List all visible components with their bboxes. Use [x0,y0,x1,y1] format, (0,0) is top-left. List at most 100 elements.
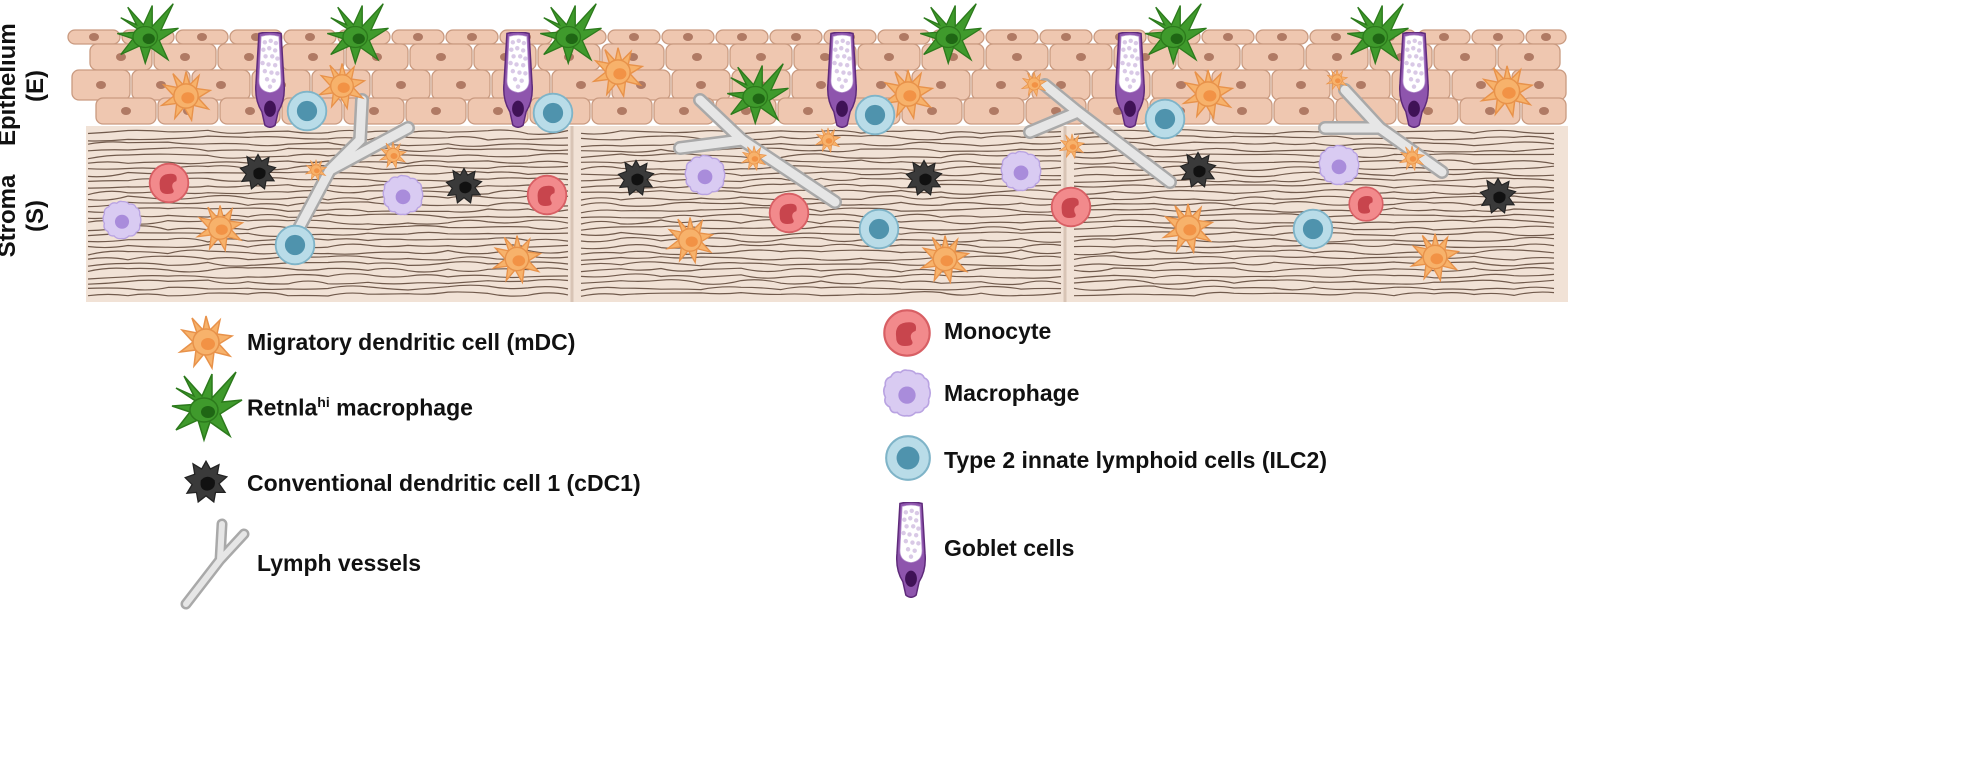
stroma-fiber [87,153,569,160]
monocyte-legend-icon [883,309,931,357]
stroma-fiber [87,261,569,267]
epithelial-cell [963,97,1025,125]
ilc2-cell [286,90,328,132]
stroma-fiber [580,225,1062,231]
lymph-vessel-legend-icon [180,518,250,610]
macrophage-cell [1318,144,1360,186]
stroma-fiber [87,135,569,142]
stroma-fiber [87,219,569,226]
stroma-fiber [87,213,569,220]
epithelial-cell [71,69,131,101]
epithelial-cell [405,97,467,125]
epithelial-cell [985,29,1039,45]
monocyte-cell [148,162,190,204]
epithelial-cell [1273,97,1335,125]
stroma-fiber [580,141,1062,148]
epithelial-cell [1417,29,1471,45]
stroma-fiber [87,273,569,280]
epithelial-cell [1459,97,1521,125]
ilc2-cell [854,94,896,136]
stroma-fiber [580,231,1062,237]
stroma-fiber [580,279,1062,286]
epithelial-cell [95,97,157,125]
epithelial-cell [391,29,445,45]
stroma-fiber [87,225,569,232]
stroma-fiber [580,153,1062,160]
monocyte-cell [1050,186,1092,228]
epithelial-cell [551,69,611,101]
legend-mdc-label: Migratory dendritic cell (mDC) [247,329,576,355]
stroma-fiber [87,141,569,147]
stroma-fiber [87,278,569,285]
stroma-label: Stroma (S) [0,168,54,264]
stroma-fiber [1073,182,1555,189]
legend-retnla-prefix: Retnla [247,394,318,421]
stroma-fiber [580,213,1062,219]
stroma-fiber [580,285,1062,292]
retnla-macrophage-legend-icon [171,371,243,441]
stroma-fiber [1073,261,1555,267]
epithelial-cell [1039,29,1093,45]
epithelial-cell [1255,29,1309,45]
stroma-fiber [580,291,1062,297]
stroma-fiber [87,129,569,135]
stroma-fiber [87,291,569,297]
epithelial-cell [1497,43,1561,71]
stroma-fiber [1073,147,1555,154]
stroma-fiber [580,147,1062,153]
epithelial-cell [1201,29,1255,45]
epithelial-cell [1241,43,1305,71]
epithelial-cell [1511,69,1567,101]
epithelial-cell [607,29,661,45]
epithelial-cell [175,29,229,45]
stroma-fiber [1073,141,1555,147]
stroma-fiber [87,284,569,291]
macrophage-cell [382,174,424,216]
ilc2-legend-icon [885,435,931,481]
stroma-fiber [87,147,569,153]
stroma-fiber [87,266,569,273]
epithelial-cell [661,29,715,45]
stroma-fiber [1073,201,1555,208]
legend-retnla-suffix: macrophage [329,394,473,421]
stroma-abbr-text: (S) [22,200,49,232]
epithelial-cell [715,29,769,45]
stroma-fiber [87,243,569,249]
monocyte-cell [768,192,810,234]
macrophage-legend-icon [882,369,932,417]
legend-monocyte-label: Monocyte [944,318,1052,344]
stroma-fiber [580,171,1062,177]
epithelial-cell [777,97,839,125]
epithelial-cell [1471,29,1525,45]
epithelial-cell [1309,29,1363,45]
macrophage-cell [1000,150,1042,192]
epithelial-cell [283,29,337,45]
macrophage-cell [684,154,726,196]
cdc1-legend-icon [184,460,228,503]
stroma-fiber [580,165,1062,172]
stroma-fiber [580,159,1062,165]
stroma-fiber [580,207,1062,214]
stroma-fiber [580,236,1062,243]
stroma-fiber [87,255,569,261]
stroma-fiber [87,207,569,213]
epithelial-cell [769,29,823,45]
stroma-fiber [87,249,569,256]
epithelial-cell [857,43,921,71]
ilc2-cell [1144,98,1186,140]
legend-ilc2-label: Type 2 innate lymphoid cells (ILC2) [944,447,1327,473]
stroma-fiber [1073,267,1555,273]
epithelial-cell [343,97,405,125]
epithelial-cell [431,69,491,101]
epithelial-cell [67,29,121,45]
epithelial-cell [985,43,1049,71]
epithelial-cell [1305,43,1369,71]
stroma-fiber [580,267,1062,273]
epithelial-cell [445,29,499,45]
macrophage-cell [102,200,142,240]
stroma-fiber [1073,189,1555,196]
stroma-fiber [580,243,1062,250]
stroma-fiber [580,129,1062,135]
legend-macrophage-label: Macrophage [944,380,1080,406]
